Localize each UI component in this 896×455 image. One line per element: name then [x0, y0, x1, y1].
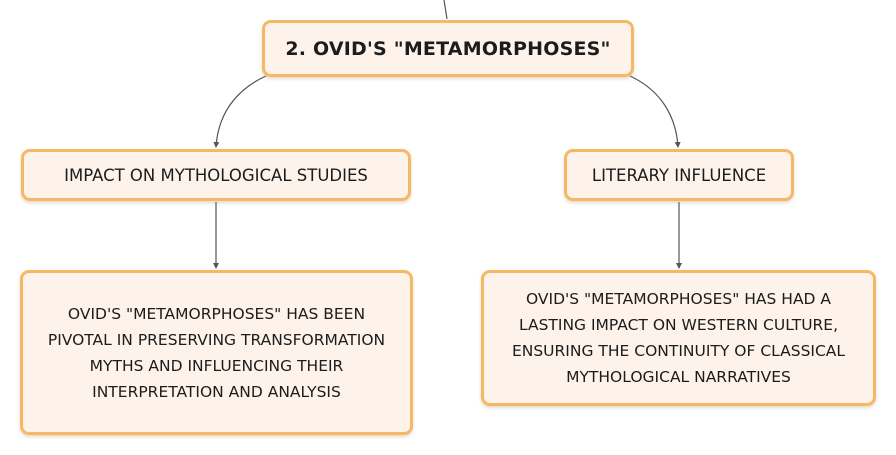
topic-node-label: LITERARY INFLUENCE	[591, 165, 767, 185]
topic-node-label: IMPACT ON MYTHOLOGICAL STUDIES	[64, 165, 368, 185]
topic-node-literary-influence[interactable]: LITERARY INFLUENCE	[564, 149, 794, 201]
detail-node-text: OVID'S "METAMORPHOSES" HAS HAD A LASTING…	[511, 290, 846, 386]
connector-from-parent	[443, 0, 448, 20]
detail-node-text: OVID'S "METAMORPHOSES" HAS BEEN PIVOTAL …	[47, 304, 386, 401]
detail-node-literary[interactable]: OVID'S "METAMORPHOSES" HAS HAD A LASTING…	[481, 270, 876, 406]
root-node-label: 2. OVID'S "METAMORPHOSES"	[285, 37, 611, 60]
connector-root-to-literary	[629, 75, 681, 148]
connector-root-to-impact	[213, 75, 267, 148]
root-node[interactable]: 2. OVID'S "METAMORPHOSES"	[262, 20, 634, 77]
topic-node-impact-on-mythological-studies[interactable]: IMPACT ON MYTHOLOGICAL STUDIES	[21, 149, 411, 201]
detail-node-impact[interactable]: OVID'S "METAMORPHOSES" HAS BEEN PIVOTAL …	[20, 270, 413, 435]
